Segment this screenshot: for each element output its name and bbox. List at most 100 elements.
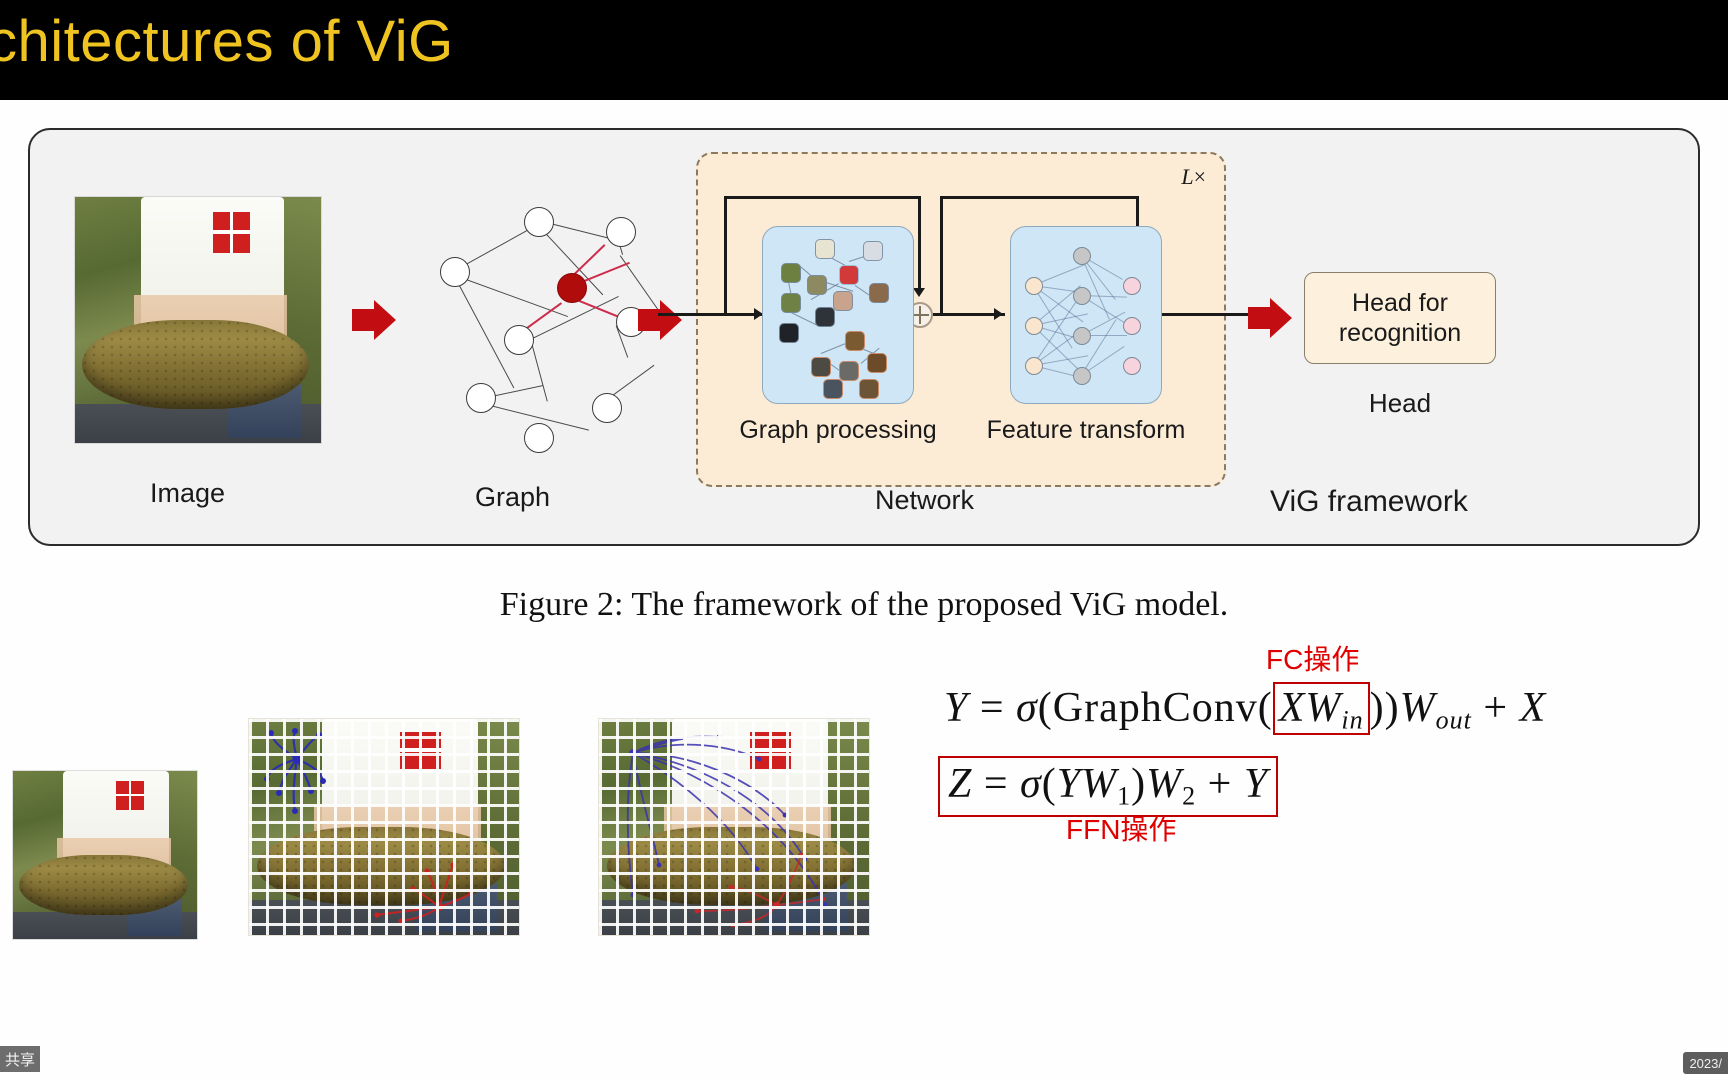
stage-label-graph: Graph [475,482,551,512]
eq1-wout: W [1399,685,1436,731]
graph-processing-label: Graph processing [739,416,937,444]
patch-node [867,353,887,373]
mid-wire [933,313,1005,316]
equation-1: Y = σ(GraphConv(XWin))Wout + X [944,682,1547,735]
vig-framework-label: ViG framework [1270,485,1468,518]
equation-2: Z = σ(YW1)W2 + Y [938,756,1279,818]
figure-caption: Figure 2: The framework of the proposed … [499,586,1229,623]
eq1-xw-sub: in [1341,705,1364,735]
patch-node [863,241,883,261]
head-box-line1: Head for [1352,289,1448,317]
patch-node [811,357,831,377]
page-title: chitectures of ViG [0,9,454,74]
mlp-node [1073,287,1091,305]
eq2-equals: = [983,761,1009,807]
mlp-node [1123,317,1141,335]
eq1-equals: = [979,685,1005,731]
graph-node [524,423,554,453]
input-arrow [754,308,763,320]
mlp-node [1025,317,1043,335]
photo-shirt-logo [212,212,250,254]
head-caption: Head [1368,388,1432,418]
graph-node [524,207,554,237]
feature-transform-label: Feature transform [986,416,1186,444]
network-block: L× [658,152,1268,487]
graph-node [466,383,496,413]
feature-transform-box [1010,226,1162,404]
ffn-annotation-label: FFN操作 [1066,814,1177,845]
photo-fish-scales [82,320,309,409]
patch-node [781,263,801,283]
patch-node [781,293,801,313]
patch-graph-visualization-1 [248,718,520,936]
patch-grid-lines-1 [249,719,519,935]
residual-wire-1-top [724,196,920,199]
mlp-node [1123,277,1141,295]
eq2-lhs: Z [948,761,973,807]
patch-node [839,265,859,285]
head-for-recognition-box: Head for recognition [1304,272,1496,364]
red-arrow-image-to-graph [352,300,398,340]
thumbnail-fish-photo [12,770,198,940]
residual-wire-1-left [724,196,727,314]
patch-grid-lines-2 [599,719,869,935]
residual-wire-2-left [940,196,943,314]
mlp-node [1073,247,1091,265]
patch-graph-visualization-2 [598,718,870,936]
patch-node [823,379,843,399]
stage-label-image: Image [150,478,226,508]
red-arrow-graph-to-network [638,300,684,340]
graph-node [440,257,470,287]
eq2-w2: W [1146,761,1183,807]
head-box-line2: recognition [1338,319,1462,347]
eq2-plus: + [1207,761,1233,807]
mlp-node [1073,327,1091,345]
fish-photo [75,197,321,443]
eq1-boxed-xwin: XWin [1272,682,1370,735]
stage-label-network: Network [875,485,975,515]
patch-node [859,379,879,399]
graph-processing-box [762,226,914,404]
patch-node [815,307,835,327]
patch-node [779,323,799,343]
eq2-w2-sub: 2 [1182,781,1197,811]
slide-title-bar: chitectures of ViG [0,0,1728,100]
mlp-node [1073,367,1091,385]
thumb-shirt-logo [116,781,144,810]
residual-wire-1-right [918,196,921,290]
source-image [74,196,322,444]
mid-arrow [994,308,1003,320]
patch-node [815,239,835,259]
eq1-tail: X [1519,685,1547,731]
equations-block: FC操作 Y = σ(GraphConv(XWin))Wout + X Z = … [930,636,1728,866]
eq1-plus: + [1483,685,1509,731]
graph-diagram [420,185,670,453]
patch-node [869,283,889,303]
patch-node [845,331,865,351]
mlp-node [1123,357,1141,375]
eq2-boxed: Z = σ(YW1)W2 + Y [938,756,1279,818]
figure-panel: L× [28,128,1700,546]
residual-arrow-1 [913,288,925,297]
date-badge: 2023/ [1683,1052,1728,1074]
graph-node [504,325,534,355]
share-badge: 共享 [0,1046,40,1072]
patch-node [807,275,827,295]
eq2-w1: W [1081,761,1118,807]
graph-node-highlighted [557,273,587,303]
graph-node [592,393,622,423]
mlp-node [1025,357,1043,375]
patch-node [839,361,859,381]
eq1-sigma: σ [1016,685,1038,731]
patch-node [833,291,853,311]
graph-node [606,217,636,247]
repeat-count-label: L× [1181,164,1206,189]
input-wire [658,313,768,316]
output-wire [1150,313,1268,316]
mlp-node [1025,277,1043,295]
eq2-y: Y [1056,761,1082,807]
eq1-lhs: Y [944,685,969,731]
photo-fish [82,320,309,409]
eq1-wout-sub: out [1435,705,1472,735]
